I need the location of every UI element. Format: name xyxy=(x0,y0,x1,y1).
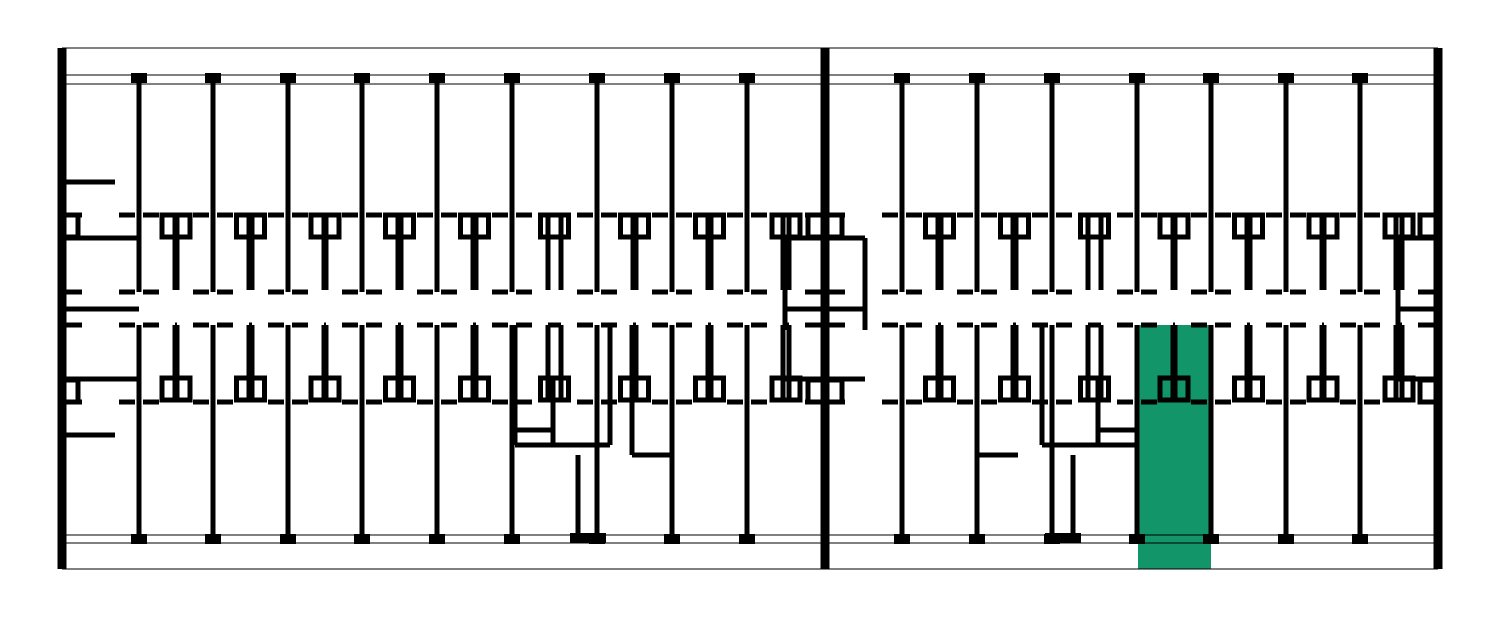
shower-upper xyxy=(1306,212,1340,240)
shower-upper xyxy=(693,212,726,240)
shower-lower xyxy=(693,375,726,403)
shower-lower xyxy=(159,375,193,403)
unit-upper[interactable] xyxy=(62,48,139,292)
shower-upper xyxy=(234,212,267,240)
shower-lower xyxy=(1232,375,1265,403)
shower-upper xyxy=(1157,212,1191,240)
shower-lower xyxy=(383,375,416,403)
shower-upper xyxy=(1078,212,1111,240)
shower-lower xyxy=(234,375,267,403)
unit-lower[interactable] xyxy=(825,325,902,569)
shower-lower xyxy=(1306,375,1340,403)
unit-upper[interactable] xyxy=(1052,48,1137,292)
unit-hit-areas[interactable] xyxy=(62,48,1438,569)
shower-lower xyxy=(923,375,956,403)
shower-lower xyxy=(1157,375,1191,403)
shower-upper xyxy=(383,212,416,240)
end-shower xyxy=(59,212,81,240)
unit-upper[interactable] xyxy=(512,48,597,292)
end-shower xyxy=(59,377,81,405)
shower-upper xyxy=(1232,212,1265,240)
shower-upper xyxy=(769,212,803,240)
unit-lower[interactable] xyxy=(747,325,825,569)
shower-upper xyxy=(998,212,1031,240)
end-core-shower xyxy=(1417,377,1441,405)
shower-lower xyxy=(538,375,571,403)
unit-lower[interactable] xyxy=(62,325,139,569)
shower-lower xyxy=(308,375,342,403)
end-core-shower xyxy=(1417,212,1441,240)
shower-upper xyxy=(538,212,571,240)
shower-lower xyxy=(618,375,651,403)
shower-lower xyxy=(1382,375,1416,403)
core-shower xyxy=(805,377,845,405)
bathroom-cores xyxy=(59,212,1441,405)
shower-lower xyxy=(1078,375,1111,403)
shower-upper xyxy=(458,212,491,240)
core-shower xyxy=(805,212,845,240)
shower-lower xyxy=(458,375,491,403)
shower-upper xyxy=(618,212,651,240)
shower-lower xyxy=(998,375,1031,403)
shower-upper xyxy=(308,212,342,240)
shower-upper xyxy=(1382,212,1416,240)
column-cap-bottom xyxy=(1045,533,1081,543)
shower-upper xyxy=(159,212,193,240)
shower-upper xyxy=(923,212,956,240)
shower-lower xyxy=(769,375,803,403)
column-cap-bottom xyxy=(570,533,606,543)
